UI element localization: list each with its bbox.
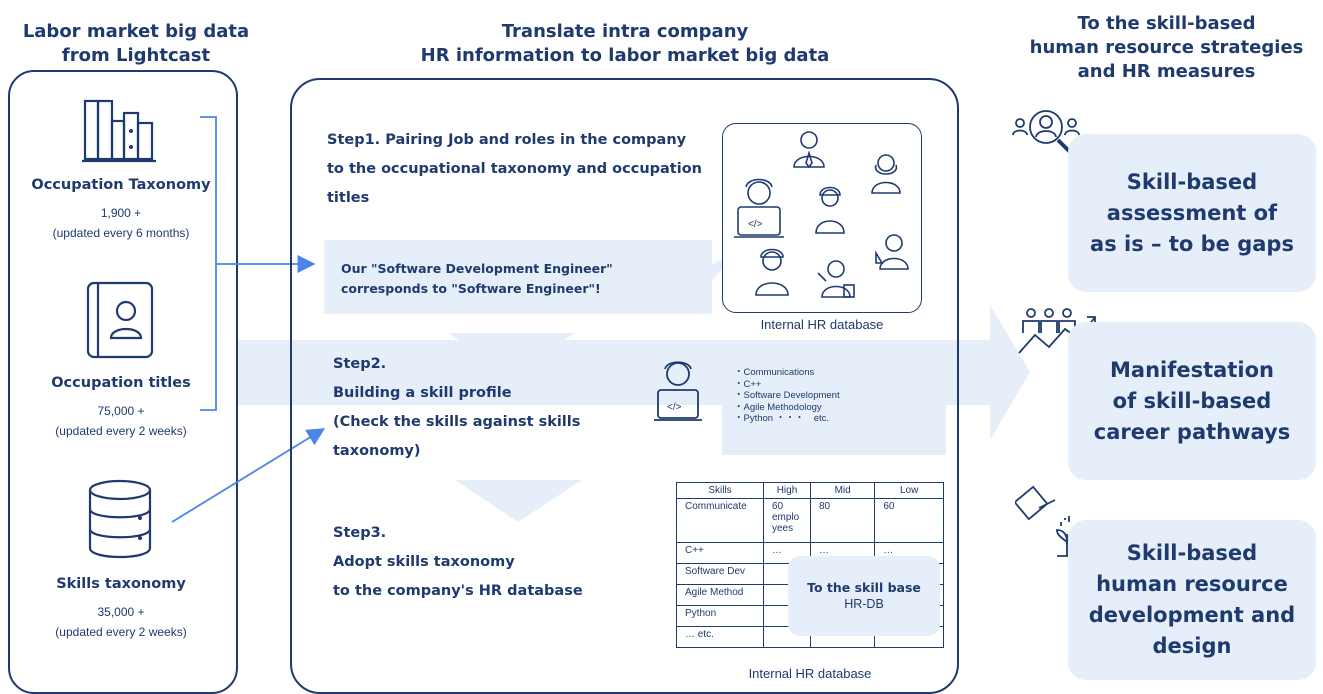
skill-item: ・Communications <box>734 367 815 378</box>
right-header-line3: and HR measures <box>1077 61 1256 82</box>
step1-text: Step1. Pairing Job and roles in the comp… <box>327 126 727 213</box>
skill-item: ・C++ <box>734 378 762 390</box>
skill-item: ・Python ・・・ etc. <box>734 413 830 424</box>
occupation-titles-title: Occupation titles <box>51 375 191 391</box>
box2-line2: of skill-based <box>1112 388 1272 413</box>
left-header-line1: Labor market big data <box>22 21 250 42</box>
occupation-titles-count: 75,000 + <box>97 404 145 418</box>
right-header-line2: human resource strategies <box>1029 37 1304 58</box>
teacher-icon <box>817 260 855 298</box>
middle-header-line2: HR information to labor market big data <box>420 45 830 66</box>
skills-taxonomy-title: Skills taxonomy <box>56 576 186 592</box>
step2-line1: Step2. <box>333 356 387 372</box>
step2-line3: (Check the skills against skills <box>333 414 581 430</box>
step2-text: Step2. Building a skill profile (Check t… <box>333 350 633 466</box>
step-down-arrow-2 <box>455 480 582 522</box>
step3-text: Step3. Adopt skills taxonomy to the comp… <box>333 519 633 606</box>
box1-line1: Skill-based <box>1126 169 1258 194</box>
people-icons: </> <box>734 131 909 298</box>
middle-header: Translate intra company HR information t… <box>390 20 860 68</box>
callout-line1: Our "Software Development Engineer" <box>341 261 613 276</box>
step-down-arrow-1 <box>448 333 575 373</box>
development-design-box: Skill-based human resource development a… <box>1068 520 1316 680</box>
callout-bubble <box>324 240 738 314</box>
table-header: Low <box>874 482 944 499</box>
box1-line2: assessment of <box>1106 200 1278 225</box>
db-caption-2: Internal HR database <box>748 666 872 681</box>
box1-line3: as is – to be gaps <box>1090 231 1294 256</box>
skill-list-bubble <box>700 347 946 455</box>
table-cell: Agile Method <box>676 584 764 606</box>
skills-taxonomy-count: 35,000 + <box>97 605 145 619</box>
svg-text:</>: </> <box>667 402 682 413</box>
left-panel <box>8 70 238 694</box>
contact-book-icon <box>86 281 154 359</box>
skills-taxonomy-note: (updated every 2 weeks) <box>55 625 187 639</box>
books-icon <box>82 99 156 163</box>
table-cell: C++ <box>676 542 764 564</box>
box3-line2: human resource <box>1096 572 1288 596</box>
step1-line2: to the occupational taxonomy and occupat… <box>327 161 702 177</box>
worker-icon <box>815 186 845 234</box>
box2-line1: Manifestation <box>1110 357 1274 382</box>
table-cell: 60 <box>874 498 944 543</box>
database-icon <box>88 479 152 559</box>
svg-text:</>: </> <box>748 219 763 230</box>
table-row: Communicate 60 emplo yees 80 60 <box>676 498 944 543</box>
middle-header-line1: Translate intra company <box>501 21 749 42</box>
box3-line4: design <box>1152 634 1232 658</box>
occupation-taxonomy-note: (updated every 6 months) <box>52 226 190 240</box>
table-header: Mid <box>809 482 876 499</box>
occupation-taxonomy-count: 1,900 + <box>100 206 142 220</box>
woman-icon <box>871 154 901 194</box>
skill-item: ・Software Development <box>734 390 840 401</box>
skill-list: ・Communications ・C++ ・Software Developme… <box>734 367 840 425</box>
step3-line1: Step3. <box>333 525 387 541</box>
businessman-icon <box>793 131 825 169</box>
overlay-line1: To the skill base <box>807 580 921 595</box>
table-cell: 80 <box>809 498 876 543</box>
step3-line3: to the company's HR database <box>333 583 583 599</box>
callout-text: Our "Software Development Engineer" corr… <box>341 259 613 299</box>
table-header-row: Skills High Mid Low <box>676 482 944 499</box>
table-cell: Software Dev <box>676 563 764 585</box>
table-header: Skills <box>676 482 764 499</box>
callout-line2: corresponds to "Software Engineer"! <box>341 281 601 296</box>
construction-worker-icon <box>755 248 789 296</box>
career-pathways-box: Manifestation of skill-based career path… <box>1068 322 1316 480</box>
left-header: Labor market big data from Lightcast <box>0 20 272 68</box>
table-cell: … etc. <box>676 626 764 648</box>
occupation-taxonomy-title: Occupation Taxonomy <box>31 177 211 193</box>
table-header: High <box>763 482 811 499</box>
box2-line3: career pathways <box>1093 419 1291 444</box>
table-cell: Communicate <box>676 498 764 543</box>
step3-line2: Adopt skills taxonomy <box>333 554 515 570</box>
step1-line3: titles <box>327 190 370 206</box>
occupation-titles-note: (updated every 2 weeks) <box>55 424 187 438</box>
db-caption-1: Internal HR database <box>760 317 884 332</box>
overlay-line2: HR-DB <box>844 597 884 611</box>
step2-line2: Building a skill profile <box>333 385 512 401</box>
left-header-line2: from Lightcast <box>61 45 211 66</box>
right-header: To the skill-based human resource strate… <box>1010 12 1323 84</box>
skill-base-overlay: To the skill base HR-DB <box>788 556 940 636</box>
engineer-laptop-icon-step2: </> <box>654 361 702 421</box>
right-header-line1: To the skill-based <box>1077 13 1256 34</box>
box3-line3: development and <box>1088 603 1296 627</box>
step2-line4: taxonomy) <box>333 443 421 459</box>
scientist-icon <box>875 234 909 270</box>
engineer-laptop-icon: </> <box>734 178 784 238</box>
box3-line1: Skill-based <box>1126 541 1258 565</box>
table-cell: Python <box>676 605 764 627</box>
skill-item: ・Agile Methodology <box>734 401 822 413</box>
assessment-box: Skill-based assessment of as is – to be … <box>1068 134 1316 292</box>
step1-line1: Step1. Pairing Job and roles in the comp… <box>327 132 687 148</box>
table-cell: 60 emplo yees <box>763 498 811 543</box>
